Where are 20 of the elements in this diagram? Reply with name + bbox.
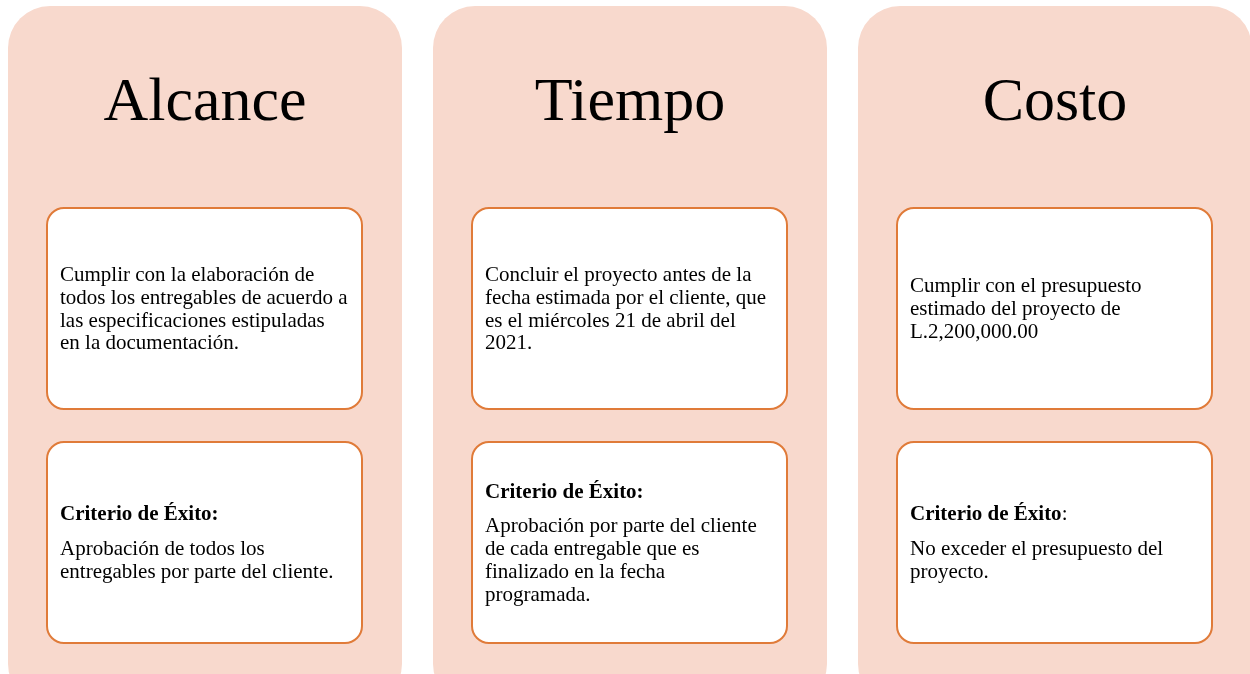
box-text: Cumplir con la elaboración de todos los entregables de acuerdo a las especificaciones estipuladas en la documentación.	[60, 263, 349, 354]
box-text: No exceder el presupuesto del proyecto.	[910, 537, 1165, 583]
criteria-heading: Criterio de Éxito:	[60, 502, 220, 526]
criteria-heading: Criterio de Éxito:	[485, 479, 645, 503]
box-text: Aprobación de todos los entregables por parte del cliente.	[60, 537, 335, 583]
text-box	[896, 441, 1213, 644]
column-panel	[858, 6, 1250, 674]
column-panel	[8, 6, 402, 674]
text-box	[896, 207, 1213, 410]
text-box	[471, 441, 788, 644]
text-box	[471, 207, 788, 410]
column-heading: Alcance	[102, 68, 308, 130]
box-text: Aprobación por parte del cliente de cada entregable que es finalizado en la fecha programada.	[485, 514, 758, 606]
text-box	[46, 207, 363, 410]
text-box	[46, 441, 363, 644]
column-panel	[433, 6, 827, 674]
column-heading: Costo	[981, 68, 1129, 130]
criteria-heading: Criterio de Éxito:	[910, 502, 1069, 526]
box-text: Cumplir con el presupuesto estimado del proyecto de L.2,200,000.00	[910, 274, 1143, 343]
box-text: Concluir el proyecto antes de la fecha estimada por el cliente, que es el miércoles 21 de abril del 2021.	[485, 263, 768, 354]
